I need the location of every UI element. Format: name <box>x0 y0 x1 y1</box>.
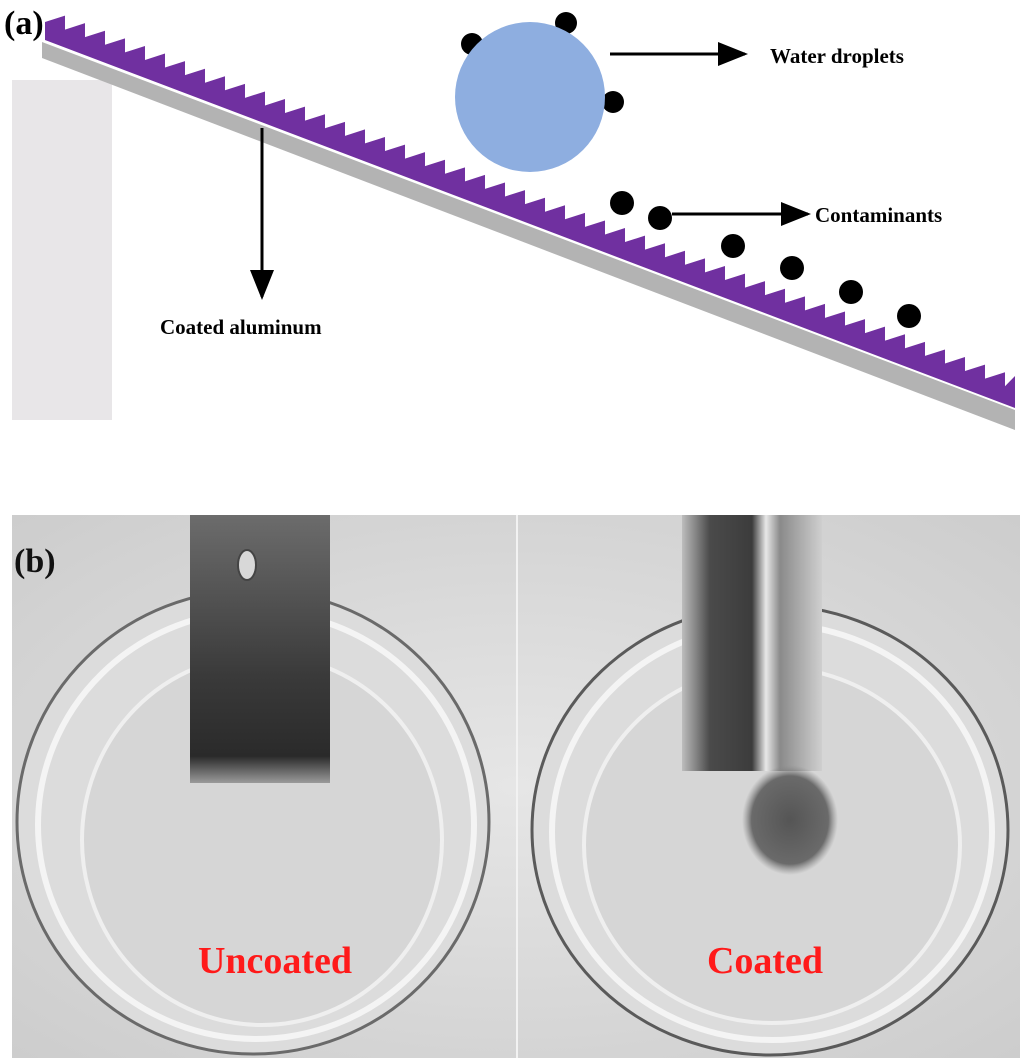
panel-a: (a) Water droplets Contaminants Coated a… <box>4 5 1015 430</box>
droplet-circle <box>455 22 605 172</box>
water-droplet-on-strip <box>237 549 257 581</box>
petri-dish-uncoated <box>15 588 491 1056</box>
contaminant-dot <box>839 280 863 304</box>
water-droplet <box>455 12 624 172</box>
aluminum-substrate <box>42 42 1015 430</box>
coated-aluminum-strip <box>682 515 822 771</box>
coated-aluminum-label: Coated aluminum <box>160 315 322 339</box>
contaminant-dot <box>721 234 745 258</box>
contaminant-dot <box>897 304 921 328</box>
contaminants-label: Contaminants <box>815 203 942 227</box>
contaminant-dot <box>780 256 804 280</box>
contaminants <box>610 191 921 328</box>
panel-b-label: (b) <box>14 543 56 580</box>
water-droplets-label: Water droplets <box>770 44 904 68</box>
removed-contaminants <box>742 765 838 875</box>
panel-a-label: (a) <box>4 5 44 42</box>
support-block <box>12 80 112 420</box>
uncoated-caption: Uncoated <box>198 940 352 982</box>
uncoated-aluminum-strip <box>190 515 330 783</box>
contaminant-dot <box>648 206 672 230</box>
coated-caption: Coated <box>707 940 823 982</box>
superhydrophobic-coating <box>45 15 1015 409</box>
panel-b-photo: (b) Uncoated Coated <box>12 515 1020 1058</box>
contaminant-dot <box>602 91 624 113</box>
contaminant-dot <box>610 191 634 215</box>
